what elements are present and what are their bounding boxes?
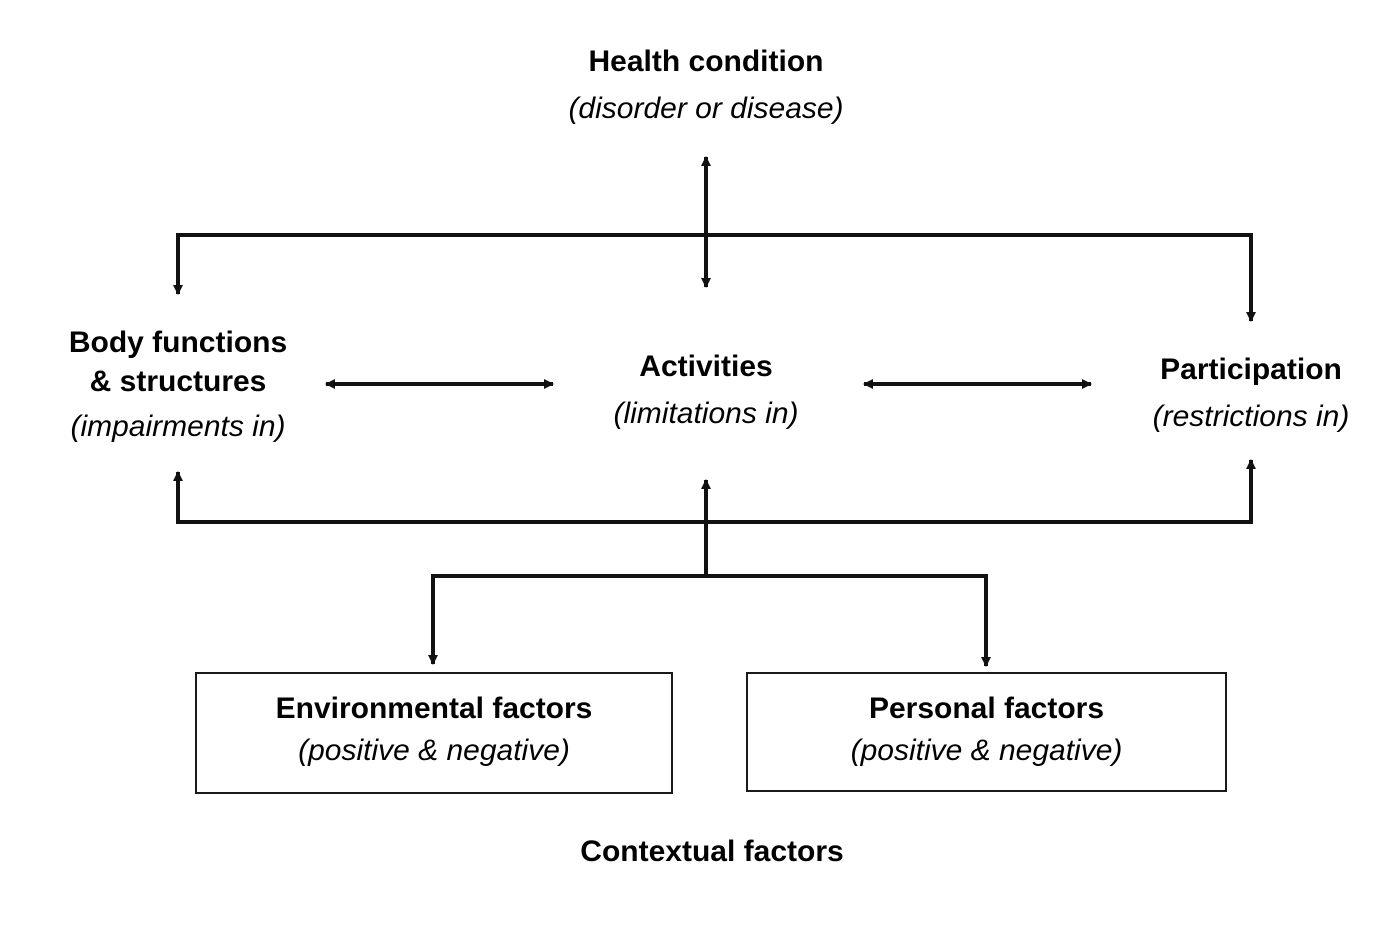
- top-bracket-right-connector: [706, 233, 1256, 322]
- activities-node: Activities (limitations in): [556, 347, 856, 433]
- environmental-factors-title: Environmental factors: [275, 692, 593, 725]
- personal-factors-box: Personal factors (positive & negative): [746, 672, 1227, 792]
- bottom-bracket-left-connector: [173, 471, 706, 524]
- participation-title: Participation: [1160, 353, 1342, 386]
- contextual-factors-label: Contextual factors: [512, 832, 912, 871]
- participation-subtitle: (restrictions in): [1152, 400, 1350, 433]
- contextual-factors-title: Contextual factors: [580, 835, 844, 868]
- health-condition-title: Health condition: [588, 45, 824, 78]
- participation-node: Participation (restrictions in): [1131, 350, 1371, 436]
- environmental-factors-box: Environmental factors (positive & negati…: [195, 672, 673, 794]
- context-env-connector: [428, 574, 706, 665]
- environmental-factors-subtitle: (positive & negative): [298, 734, 570, 767]
- context-personal-connector: [706, 574, 991, 667]
- bottom-bracket-right-connector: [706, 459, 1256, 524]
- body-functions-node: Body functions & structures (impairments…: [28, 323, 328, 446]
- health-condition-node: Health condition (disorder or disease): [506, 42, 906, 128]
- body-functions-subtitle: (impairments in): [70, 410, 286, 443]
- body-functions-title-line2: & structures: [89, 365, 267, 398]
- top-bracket-connector: [173, 233, 706, 295]
- personal-factors-subtitle: (positive & negative): [850, 734, 1123, 767]
- health-condition-subtitle: (disorder or disease): [568, 92, 844, 125]
- activities-title: Activities: [639, 350, 773, 383]
- body-functions-title-line1: Body functions: [68, 326, 288, 359]
- activities-subtitle: (limitations in): [613, 397, 799, 430]
- personal-factors-title: Personal factors: [868, 692, 1105, 725]
